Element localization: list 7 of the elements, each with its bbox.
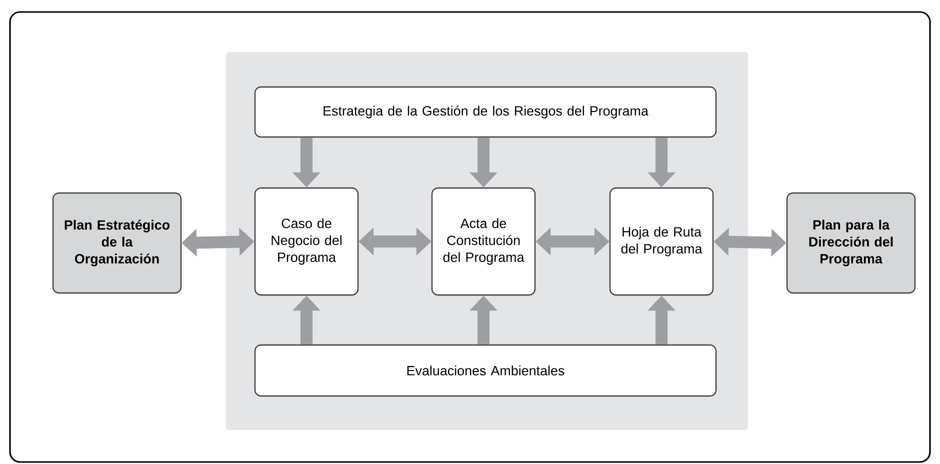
process-box: Caso de Negocio del Programa xyxy=(254,187,359,296)
input-output-box: Plan Estratégico de la Organización xyxy=(52,192,182,294)
process-bar: Evaluaciones Ambientales xyxy=(254,344,717,397)
process-box: Acta de Constitución del Programa xyxy=(431,187,536,296)
process-bar: Estrategia de la Gestión de los Riesgos del Programa xyxy=(254,86,717,138)
process-box: Hoja de Ruta del Programa xyxy=(609,187,714,296)
input-output-box: Plan para la Dirección del Programa xyxy=(786,192,916,294)
